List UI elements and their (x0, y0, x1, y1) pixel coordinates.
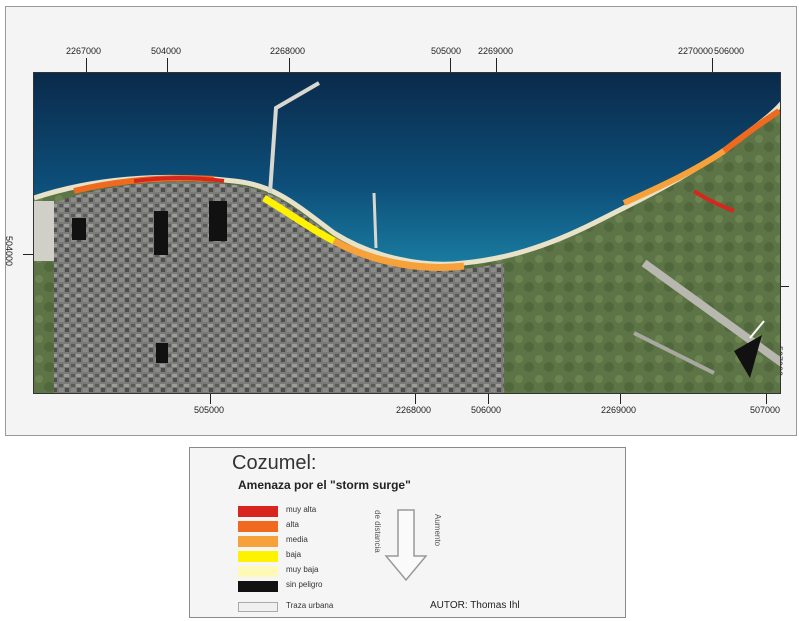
legend-label: baja (286, 550, 302, 559)
increase-arrow (376, 508, 436, 583)
legend-label: media (286, 535, 308, 544)
urban-swatch (238, 602, 278, 612)
tick-bottom-5: 507000 (750, 405, 781, 415)
legend-swatch (238, 521, 278, 532)
tick-top-3: 2268000 (270, 46, 306, 56)
tick-bottom-2: 2268000 (396, 405, 432, 415)
tick-bottom-3: 506000 (471, 405, 502, 415)
legend-subtitle: Amenaza por el "storm surge" (238, 478, 411, 492)
legend-swatch (238, 536, 278, 547)
tick-mark (620, 394, 621, 404)
legend-swatch (238, 506, 278, 517)
tick-top-1: 2267000 (66, 46, 102, 56)
tick-mark (450, 58, 451, 72)
tick-mark (415, 394, 416, 404)
tick-top-4: 505000 (431, 46, 462, 56)
tick-top-5: 2269000 (478, 46, 514, 56)
urban-label: Traza urbana (286, 601, 334, 610)
tick-left-1: 504000 (4, 235, 15, 267)
legend-title: Cozumel: (232, 452, 317, 474)
tick-mark (496, 58, 497, 72)
arrow-left-text: de distancia (373, 510, 382, 553)
tick-bottom-4: 2269000 (601, 405, 637, 415)
tick-top-7: 506000 (714, 46, 745, 56)
tick-mark (167, 58, 168, 72)
tick-bottom-1: 505000 (194, 405, 225, 415)
satellite-map (33, 72, 781, 394)
tick-mark (766, 394, 767, 404)
legend-label: muy alta (286, 505, 317, 514)
legend-label: sin peligro (286, 580, 323, 589)
north-arrow-icon (734, 335, 762, 378)
legend-swatch (238, 551, 278, 562)
down-arrow-icon (384, 509, 428, 582)
arrow-right-text: Aumento (433, 514, 442, 547)
author-credit: AUTOR: Thomas Ihl (430, 600, 520, 611)
legend-swatch (238, 581, 278, 592)
legend-swatch (238, 566, 278, 577)
legend-label: muy baja (286, 565, 319, 574)
legend-box: Cozumel: Amenaza por el "storm surge" mu… (189, 447, 626, 618)
tick-mark (23, 254, 33, 255)
legend-label: alta (286, 520, 299, 529)
tick-mark (210, 394, 211, 404)
tick-mark (86, 58, 87, 72)
tick-top-2: 504000 (151, 46, 182, 56)
tick-mark (488, 394, 489, 404)
tick-mark (289, 58, 290, 72)
tick-mark (712, 58, 713, 72)
tick-mark (781, 286, 789, 287)
tick-top-6: 2270000 (678, 46, 714, 56)
